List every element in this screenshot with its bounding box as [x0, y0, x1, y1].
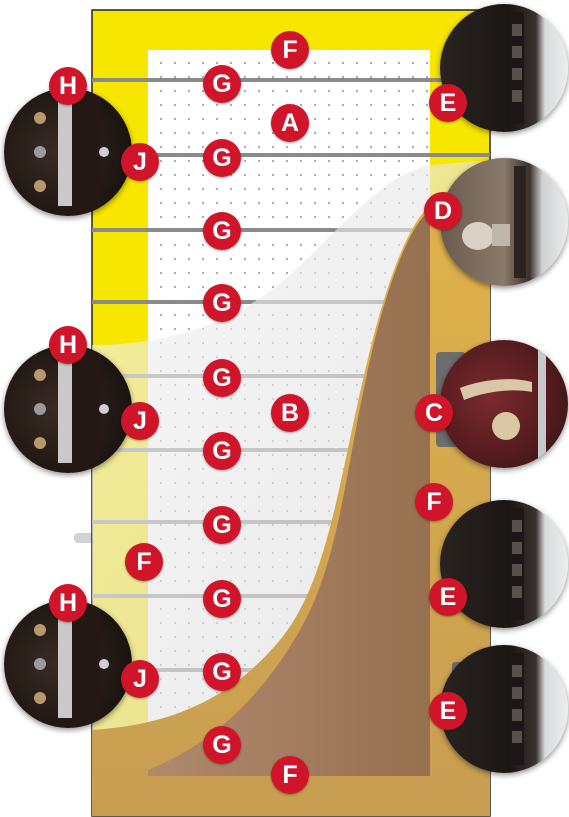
label-e-middle: E — [429, 578, 467, 616]
label-g-7: G — [203, 506, 241, 544]
label-h-bottom: H — [49, 584, 87, 622]
label-g-2: G — [203, 139, 241, 177]
knob-icon — [440, 158, 568, 286]
label-h-top: H — [49, 67, 87, 105]
label-j-bottom: J — [121, 660, 159, 698]
label-f-top: F — [271, 31, 309, 69]
label-g-9: G — [203, 653, 241, 691]
label-j-middle: J — [121, 402, 159, 440]
label-a: A — [271, 104, 309, 142]
label-h-middle: H — [49, 326, 87, 364]
label-g-5: G — [203, 359, 241, 397]
label-g-4: G — [203, 284, 241, 322]
hinge-detail-middle — [4, 345, 132, 473]
label-c: C — [415, 394, 453, 432]
handle-detail — [440, 340, 568, 468]
hinge-icon — [4, 345, 132, 473]
cylinder-knob-detail — [440, 158, 568, 286]
label-g-1: G — [203, 65, 241, 103]
label-g-3: G — [203, 212, 241, 250]
label-g-10: G — [203, 726, 241, 764]
hinge-detail-top — [4, 88, 132, 216]
label-b: B — [271, 394, 309, 432]
label-f-bottom: F — [271, 756, 309, 794]
label-d: D — [424, 192, 462, 230]
label-g-8: G — [203, 580, 241, 618]
label-e-top: E — [429, 84, 467, 122]
door-handle-icon — [440, 340, 568, 468]
hinge-icon — [4, 88, 132, 216]
label-j-top: J — [121, 143, 159, 181]
label-e-bottom: E — [429, 692, 467, 730]
label-f-right: F — [415, 483, 453, 521]
label-f-left: F — [125, 543, 163, 581]
label-g-6: G — [203, 432, 241, 470]
